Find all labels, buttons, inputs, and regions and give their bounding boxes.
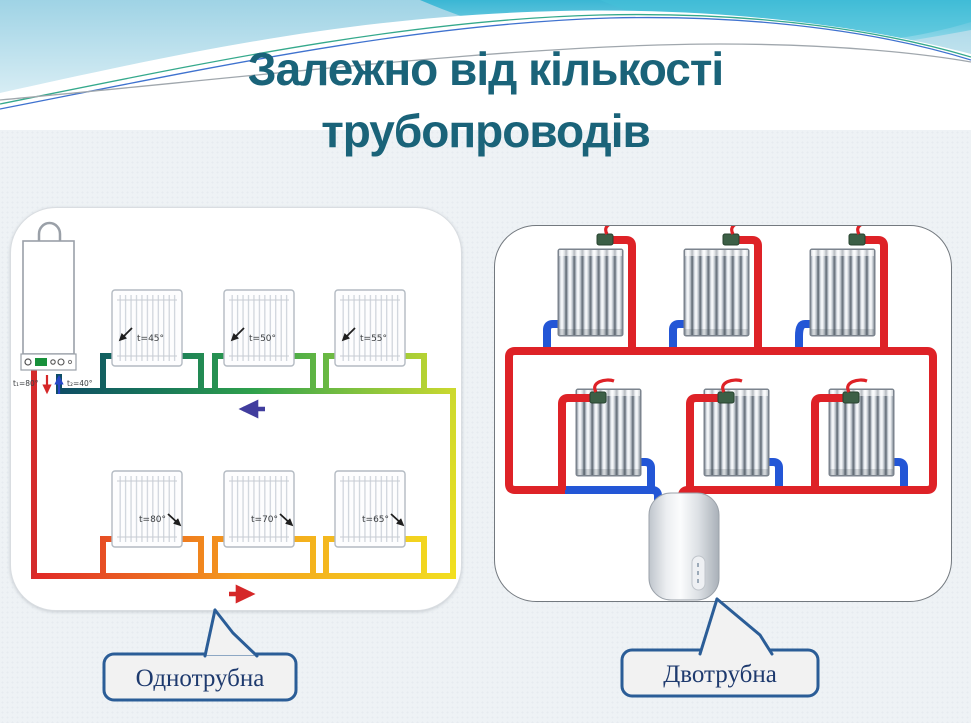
flow-arrow-icon	[341, 327, 356, 342]
radiator-bottom-2	[223, 470, 295, 548]
radiator-bottom-3	[828, 388, 895, 477]
supply-pipes	[505, 236, 937, 502]
radiator-bottom-3	[334, 470, 406, 548]
radiator-temp-label: t=65°	[362, 515, 389, 525]
knob-icon	[50, 359, 56, 365]
radiator-top-3	[334, 289, 406, 367]
single-pipe-callout: Однотрубна	[102, 608, 298, 702]
boiler-supply-temp-label: t₁=80°	[13, 379, 39, 388]
flow-arrow-icon	[230, 327, 245, 342]
wall-boiler	[20, 221, 77, 371]
radiator-valves	[589, 226, 868, 404]
two-pipe-callout-label: Двотрубна	[663, 661, 777, 688]
single-pipe-diagram: t=45° t=50° t=55° t=80° t=70° t=65°	[13, 221, 456, 604]
two-pipe-diagram-panel	[494, 225, 952, 602]
radiator-bottom-2	[703, 388, 770, 477]
radiator-temp-label: t=45°	[137, 334, 164, 344]
boiler-display	[35, 358, 47, 366]
flow-arrow-icon	[390, 513, 405, 527]
power-icon	[24, 358, 32, 366]
header-wave-decoration	[0, 0, 971, 130]
return-pipes	[543, 320, 908, 502]
radiator-temp-label: t=55°	[360, 334, 387, 344]
flow-arrow-icon	[118, 327, 133, 342]
flow-arrow-icon	[167, 513, 182, 527]
knob-icon	[67, 359, 73, 365]
radiator-top-1	[557, 248, 624, 337]
two-pipe-callout: Двотрубна	[620, 597, 820, 698]
radiator-top-3	[809, 248, 876, 337]
single-pipe-callout-label: Однотрубна	[136, 665, 265, 692]
boiler-flue	[37, 221, 62, 241]
radiator-temp-label: t=80°	[139, 515, 166, 525]
single-pipe-diagram-panel: t=45° t=50° t=55° t=80° t=70° t=65°	[10, 207, 462, 611]
radiator-top-2	[683, 248, 750, 337]
title-line-1: Залежно від кількості	[247, 43, 724, 95]
floor-boiler	[648, 492, 720, 601]
radiator-temp-label: t=50°	[249, 334, 276, 344]
radiator-bottom-1	[575, 388, 642, 477]
flow-arrow-icon	[279, 513, 294, 527]
radiator-temp-label: t=70°	[251, 515, 278, 525]
boiler-return-temp-label: t₂=40°	[67, 379, 93, 388]
radiator-bottom-1	[111, 470, 183, 548]
radiator-top-2	[223, 289, 295, 367]
radiator-top-1	[111, 289, 183, 367]
title-line-2: трубопроводів	[321, 105, 651, 157]
two-pipe-diagram	[505, 226, 937, 601]
page-title: Залежно від кількості трубопроводів	[0, 38, 971, 162]
boiler-control-strip	[20, 353, 77, 371]
knob-icon	[57, 358, 65, 366]
